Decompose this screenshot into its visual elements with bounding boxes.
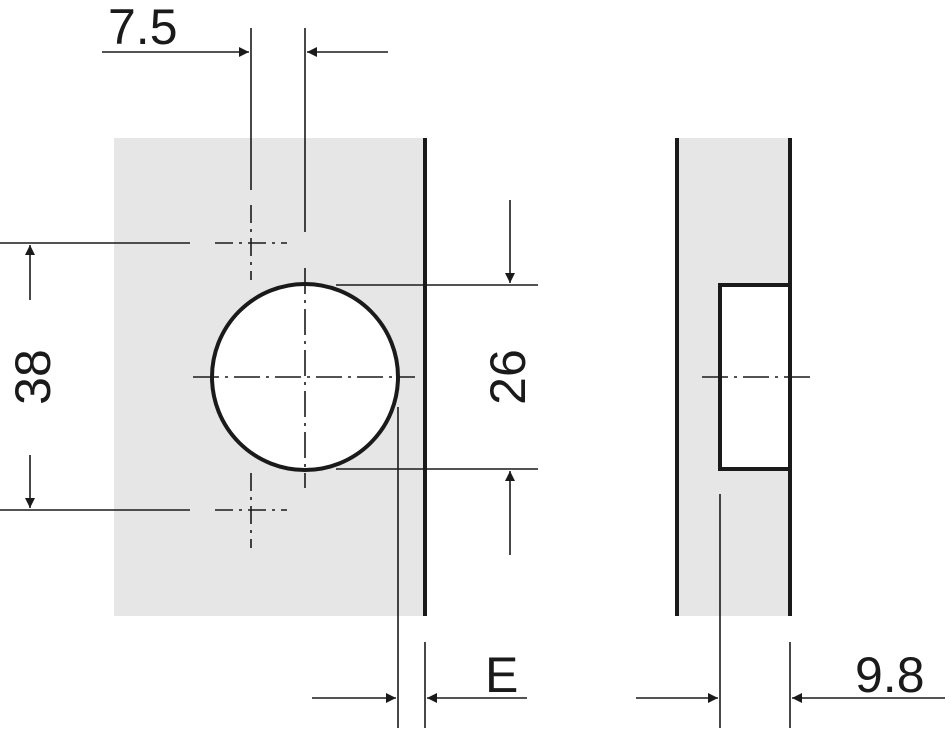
dimension-label-26: 26 — [480, 349, 536, 405]
dimension-label-38: 38 — [5, 349, 61, 405]
dimension-9-8 — [636, 494, 945, 728]
dimension-7-5 — [102, 28, 388, 232]
dimension-38 — [0, 242, 190, 511]
dimension-label-9-8: 9.8 — [855, 647, 925, 703]
dimension-label-7-5: 7.5 — [108, 0, 178, 55]
screw-hole-top — [215, 205, 287, 280]
screw-hole-bottom — [215, 473, 287, 548]
dimension-label-e: E — [485, 647, 518, 703]
front-view: 7.5 38 26 E — [0, 0, 538, 728]
dimension-26 — [336, 200, 538, 555]
side-view: 9.8 — [636, 138, 945, 728]
dimension-e — [312, 407, 527, 728]
